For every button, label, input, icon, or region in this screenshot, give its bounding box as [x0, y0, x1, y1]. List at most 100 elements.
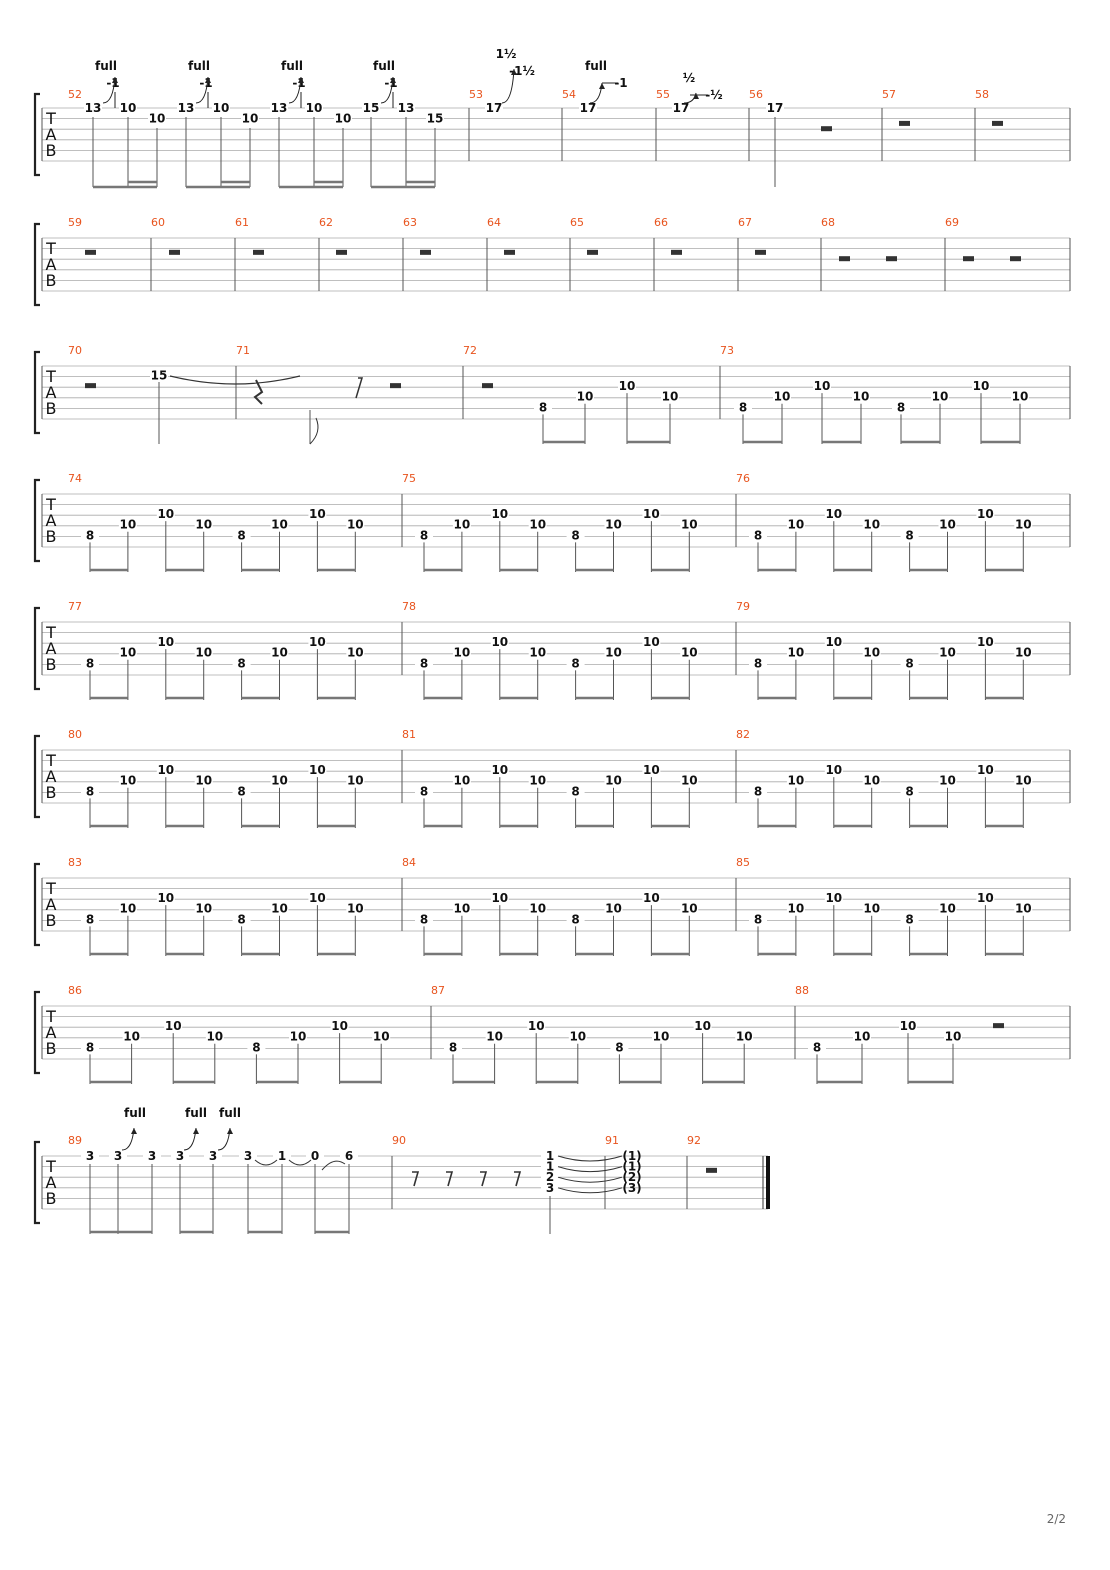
fret-bg: [490, 892, 509, 905]
measure-number: 75: [402, 472, 416, 485]
fret-number: 10: [774, 390, 791, 404]
measure-number: 92: [687, 1134, 701, 1147]
fret-bg: [786, 518, 805, 531]
fret-number: 8: [420, 528, 428, 542]
tied-chord-fret: (3): [622, 1181, 641, 1195]
fret-bg: [109, 1150, 127, 1162]
fret-number: 10: [491, 763, 508, 777]
fret-bg: [824, 636, 843, 649]
fret-number: 10: [157, 507, 174, 521]
fret-number: 17: [580, 101, 597, 115]
measure-number: 65: [570, 216, 584, 229]
fret-number: 10: [491, 507, 508, 521]
fret-number: 8: [237, 784, 245, 798]
fret-bg: [81, 913, 99, 926]
fret-number: 10: [788, 902, 805, 916]
tab-clef-t: T: [45, 239, 56, 258]
bend-label: full: [373, 59, 395, 73]
fret-bg: [931, 390, 949, 403]
fret-number: 10: [309, 891, 326, 905]
fret-number: 10: [454, 774, 471, 788]
chord-fret: 1: [546, 1160, 554, 1174]
measure-number: 83: [68, 856, 82, 869]
tie: [169, 375, 301, 385]
fret-number: 10: [788, 518, 805, 532]
half-rest: [821, 126, 832, 132]
fret-number: 10: [529, 774, 546, 788]
fret-bg: [862, 646, 881, 659]
fret-number: 10: [157, 763, 174, 777]
fret-bg: [118, 646, 137, 659]
fret-bg: [541, 1150, 559, 1162]
hammer-arc: [288, 1159, 312, 1166]
measure-number: 72: [463, 344, 477, 357]
chord-tie: [557, 1155, 623, 1162]
fret-bg: [156, 764, 175, 777]
fret-bg: [976, 508, 995, 521]
tab-clef-a: A: [46, 125, 57, 144]
fret-number: 8: [86, 656, 94, 670]
fret-number: 10: [529, 518, 546, 532]
fret-number: 8: [615, 1040, 623, 1054]
measure-number: 81: [402, 728, 416, 741]
measure-number: 74: [68, 472, 82, 485]
measure-number: 58: [975, 88, 989, 101]
measure-number: 60: [151, 216, 165, 229]
half-rest: [899, 120, 910, 126]
fret-number: 10: [529, 902, 546, 916]
measure-number: 63: [403, 216, 417, 229]
measure-number: 80: [68, 728, 82, 741]
fret-bg: [900, 785, 919, 798]
fret-bg: [853, 1030, 871, 1043]
fret-bg: [824, 508, 843, 521]
fret-bg: [415, 785, 433, 798]
fret-number: 10: [825, 763, 842, 777]
tab-clef-a: A: [46, 1023, 57, 1042]
fret-number: 10: [120, 646, 137, 660]
fret-bg: [938, 902, 957, 915]
measure-number: 62: [319, 216, 333, 229]
fret-bg: [305, 102, 323, 114]
fret-number: 10: [619, 379, 636, 393]
fret-bg: [786, 902, 805, 915]
fret-bg: [308, 508, 327, 521]
fret-bg: [204, 1150, 222, 1162]
fret-number: 10: [1015, 774, 1032, 788]
measure-number: 77: [68, 600, 82, 613]
bend-label: full: [188, 59, 210, 73]
fret-number: 10: [454, 518, 471, 532]
chord-tie: [557, 1187, 623, 1194]
fret-bg: [164, 1020, 183, 1033]
fret-bg: [1014, 518, 1033, 531]
fret-bg: [534, 401, 552, 414]
measure-number: 70: [68, 344, 82, 357]
fret-number: 10: [605, 646, 622, 660]
tab-clef-t: T: [45, 367, 56, 386]
tab-clef-t: T: [45, 109, 56, 128]
fret-number: 10: [335, 112, 352, 126]
fret-bg: [680, 518, 699, 531]
fret-number: 10: [165, 1019, 182, 1033]
fret-number: 10: [814, 379, 831, 393]
measure-number: 53: [469, 88, 483, 101]
fret-number: 10: [939, 902, 956, 916]
fret-number: 10: [309, 635, 326, 649]
fret-number: 8: [813, 1040, 821, 1054]
measure-number: 69: [945, 216, 959, 229]
fret-bg: [84, 102, 102, 114]
bend-amount: -½: [705, 88, 722, 102]
fret-bg: [661, 390, 679, 403]
fret-bg: [808, 1041, 826, 1054]
fret-number: 10: [1015, 902, 1032, 916]
sixteenth-rest: [355, 377, 364, 399]
measure-number: 88: [795, 984, 809, 997]
fret-number: 8: [739, 400, 747, 414]
fret-bg: [415, 657, 433, 670]
fret-bg: [642, 892, 661, 905]
fret-number: 8: [754, 656, 762, 670]
fret-number: 10: [939, 646, 956, 660]
eighth-rest: [514, 1171, 522, 1187]
half-rest: [963, 256, 974, 262]
bend-curve: [589, 82, 603, 104]
fret-bg: [334, 112, 352, 125]
